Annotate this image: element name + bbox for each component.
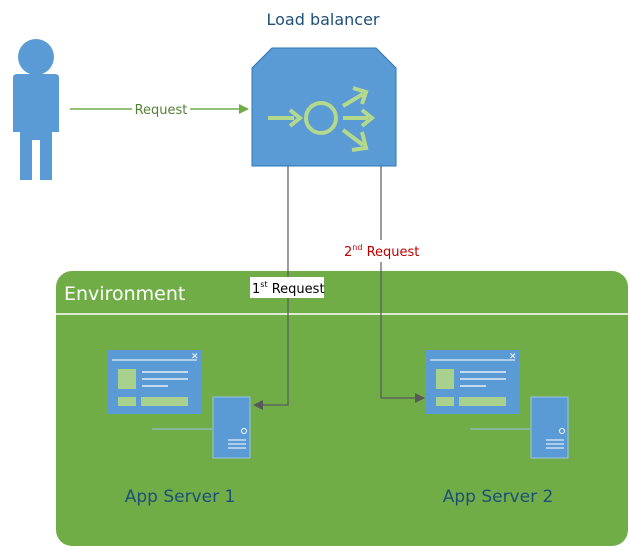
person-icon bbox=[13, 39, 59, 180]
server-tower-icon bbox=[470, 396, 569, 459]
app-server-2-label: App Server 2 bbox=[443, 487, 554, 507]
application-window-icon: ✕ bbox=[426, 350, 519, 414]
diagram-title: Load balancer bbox=[266, 10, 379, 29]
first-request-connector bbox=[253, 166, 289, 410]
svg-text:✕: ✕ bbox=[509, 352, 517, 362]
second-request-label: 2nd Request bbox=[344, 243, 419, 260]
svg-text:✕: ✕ bbox=[191, 352, 199, 362]
app-server-1-label: App Server 1 bbox=[125, 487, 236, 507]
user-request-label: Request bbox=[135, 103, 188, 118]
load-balancer-icon bbox=[251, 47, 397, 167]
server-tower-icon bbox=[152, 396, 251, 459]
environment-label: Environment bbox=[64, 283, 185, 305]
first-request-label: 1st Request bbox=[252, 280, 325, 297]
environment-container bbox=[56, 271, 628, 546]
application-window-icon: ✕ bbox=[108, 350, 201, 414]
